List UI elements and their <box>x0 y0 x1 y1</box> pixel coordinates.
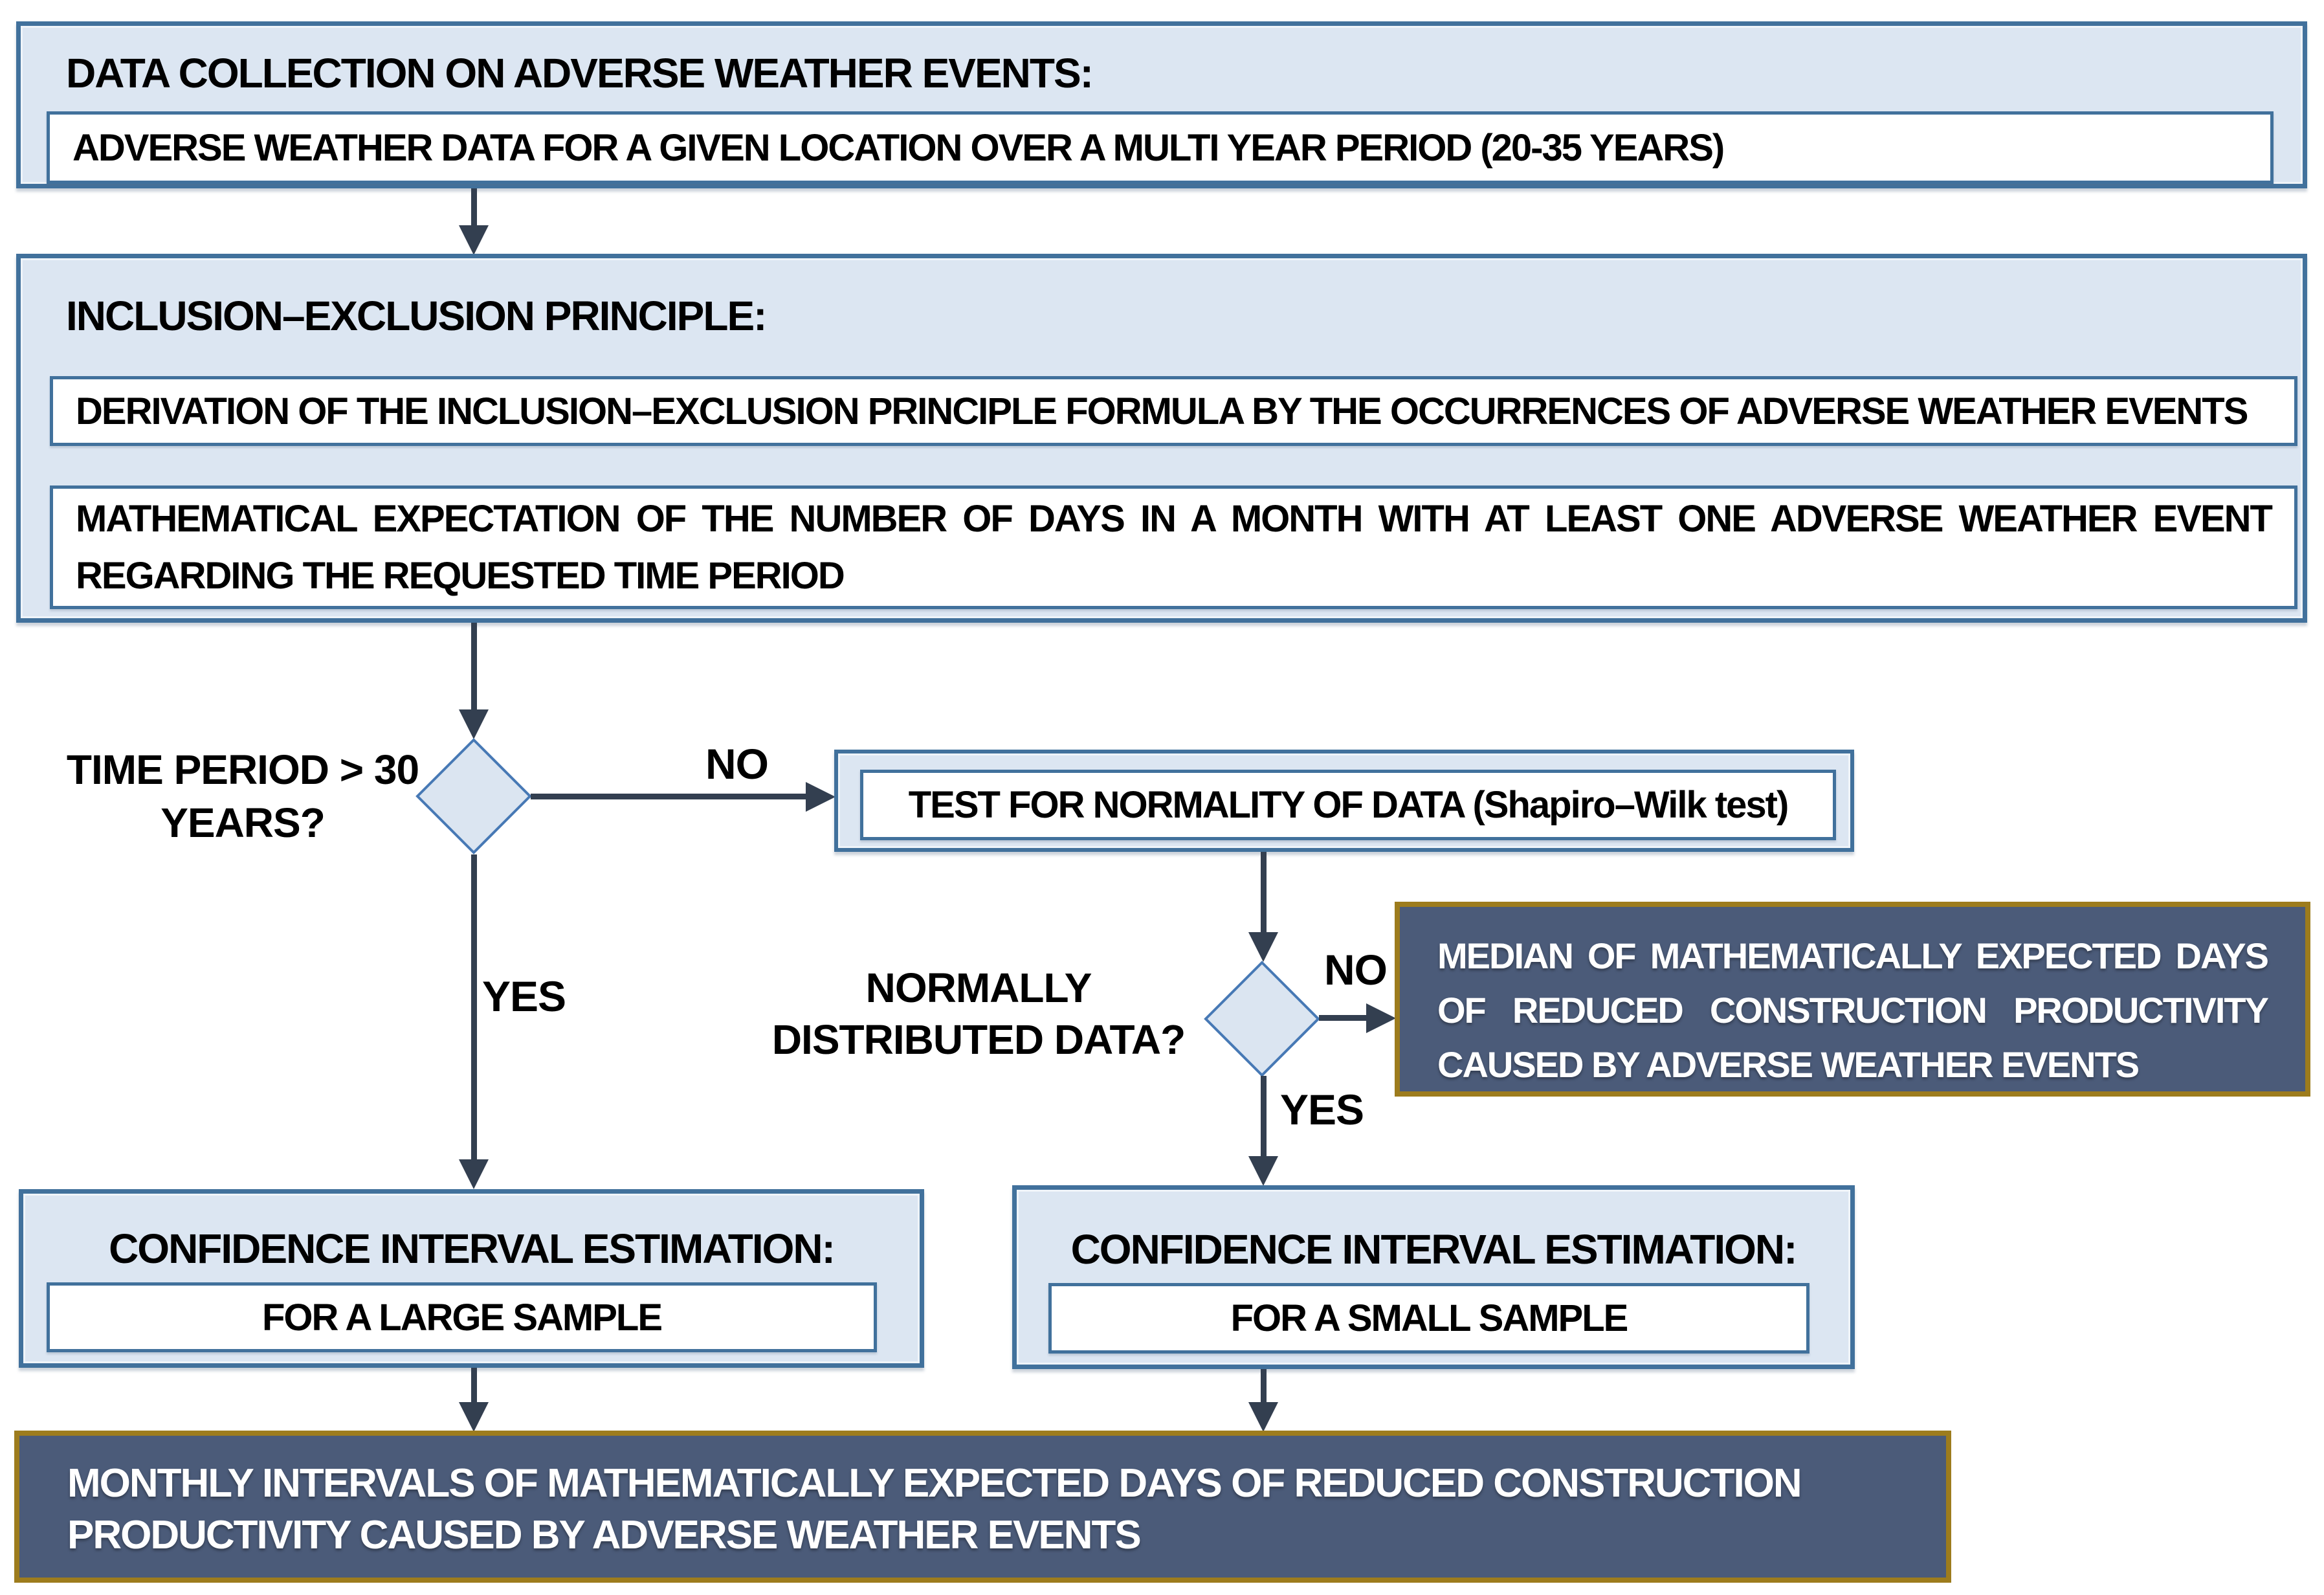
connector-ci-large-to-output-line <box>471 1368 477 1402</box>
monthly-output-text: MONTHLY INTERVALS OF MATHEMATICALLY EXPE… <box>67 1461 1802 1557</box>
ci-small-title: CONFIDENCE INTERVAL ESTIMATION: <box>1070 1226 1798 1273</box>
monthly-output-box: MONTHLY INTERVALS OF MATHEMATICALLY EXPE… <box>14 1431 1951 1583</box>
normality-question-label: NORMALLY DISTRIBUTED DATA? <box>771 965 1186 1063</box>
median-output-box: MEDIAN OF MATHEMATICALLY EXPECTED DAYS O… <box>1395 902 2310 1097</box>
connector-decision1-yes-arrowhead <box>459 1159 489 1189</box>
connector-principle-to-decision-line <box>471 623 477 711</box>
normality-test-text: TEST FOR NORMALITY OF DATA (Shapiro–Wilk… <box>908 784 1789 826</box>
connector-decision2-yes-arrowhead <box>1248 1156 1278 1186</box>
time-period-question-label: TIME PERIOD > 30 YEARS? <box>66 746 419 846</box>
ci-small-item-text: FOR A SMALL SAMPLE <box>1230 1297 1629 1339</box>
ci-large-sample-box: CONFIDENCE INTERVAL ESTIMATION: FOR A LA… <box>19 1189 924 1368</box>
connector-principle-to-decision-arrowhead <box>459 709 489 739</box>
connector-decision2-yes-line <box>1261 1076 1267 1156</box>
connector-collection-to-principle-arrowhead <box>459 225 489 255</box>
time-period-no-label: NO <box>705 740 769 788</box>
normality-decision-diamond <box>1204 961 1320 1077</box>
connector-decision2-no-arrowhead <box>1366 1003 1396 1033</box>
time-period-yes-label: YES <box>482 972 566 1020</box>
connector-ci-large-to-output-arrowhead <box>459 1402 489 1432</box>
connector-decision1-no-line <box>531 794 806 799</box>
connector-collection-to-principle-line <box>471 188 477 226</box>
data-collection-item-text: ADVERSE WEATHER DATA FOR A GIVEN LOCATIO… <box>72 126 1725 169</box>
connector-test-to-decision2-arrowhead <box>1248 932 1278 962</box>
derivation-item-text: DERIVATION OF THE INCLUSION–EXCLUSION PR… <box>76 390 2248 432</box>
inclusion-exclusion-box: INCLUSION–EXCLUSION PRINCIPLE: DERIVATIO… <box>16 254 2307 623</box>
median-output-text: MEDIAN OF MATHEMATICALLY EXPECTED DAYS O… <box>1437 935 2269 1085</box>
normality-test-box: TEST FOR NORMALITY OF DATA (Shapiro–Wilk… <box>834 750 1854 852</box>
data-collection-box: DATA COLLECTION ON ADVERSE WEATHER EVENT… <box>16 21 2307 188</box>
connector-decision1-yes-line <box>471 854 477 1159</box>
ci-small-item-box: FOR A SMALL SAMPLE <box>1048 1283 1809 1354</box>
expectation-item-box: MATHEMATICAL EXPECTATION OF THE NUMBER O… <box>50 485 2297 609</box>
connector-test-to-decision2-line <box>1261 852 1267 932</box>
connector-decision2-no-line <box>1319 1015 1366 1021</box>
normality-no-label: NO <box>1324 946 1388 994</box>
connector-decision1-no-arrowhead <box>806 782 836 812</box>
normality-test-inner-box: TEST FOR NORMALITY OF DATA (Shapiro–Wilk… <box>860 770 1836 840</box>
ci-small-sample-box: CONFIDENCE INTERVAL ESTIMATION: FOR A SM… <box>1012 1185 1855 1369</box>
ci-large-item-text: FOR A LARGE SAMPLE <box>261 1296 663 1339</box>
data-collection-title: DATA COLLECTION ON ADVERSE WEATHER EVENT… <box>66 50 1094 96</box>
ci-large-title: CONFIDENCE INTERVAL ESTIMATION: <box>109 1225 836 1272</box>
inclusion-exclusion-title: INCLUSION–EXCLUSION PRINCIPLE: <box>66 293 767 339</box>
data-collection-item-box: ADVERSE WEATHER DATA FOR A GIVEN LOCATIO… <box>47 111 2274 184</box>
ci-large-item-box: FOR A LARGE SAMPLE <box>47 1282 877 1352</box>
expectation-item-text: MATHEMATICAL EXPECTATION OF THE NUMBER O… <box>76 497 2273 597</box>
connector-ci-small-to-output-arrowhead <box>1248 1402 1278 1432</box>
time-period-decision-diamond <box>415 738 532 854</box>
normality-yes-label: YES <box>1280 1086 1364 1133</box>
derivation-item-box: DERIVATION OF THE INCLUSION–EXCLUSION PR… <box>50 376 2297 446</box>
connector-ci-small-to-output-line <box>1261 1369 1267 1402</box>
